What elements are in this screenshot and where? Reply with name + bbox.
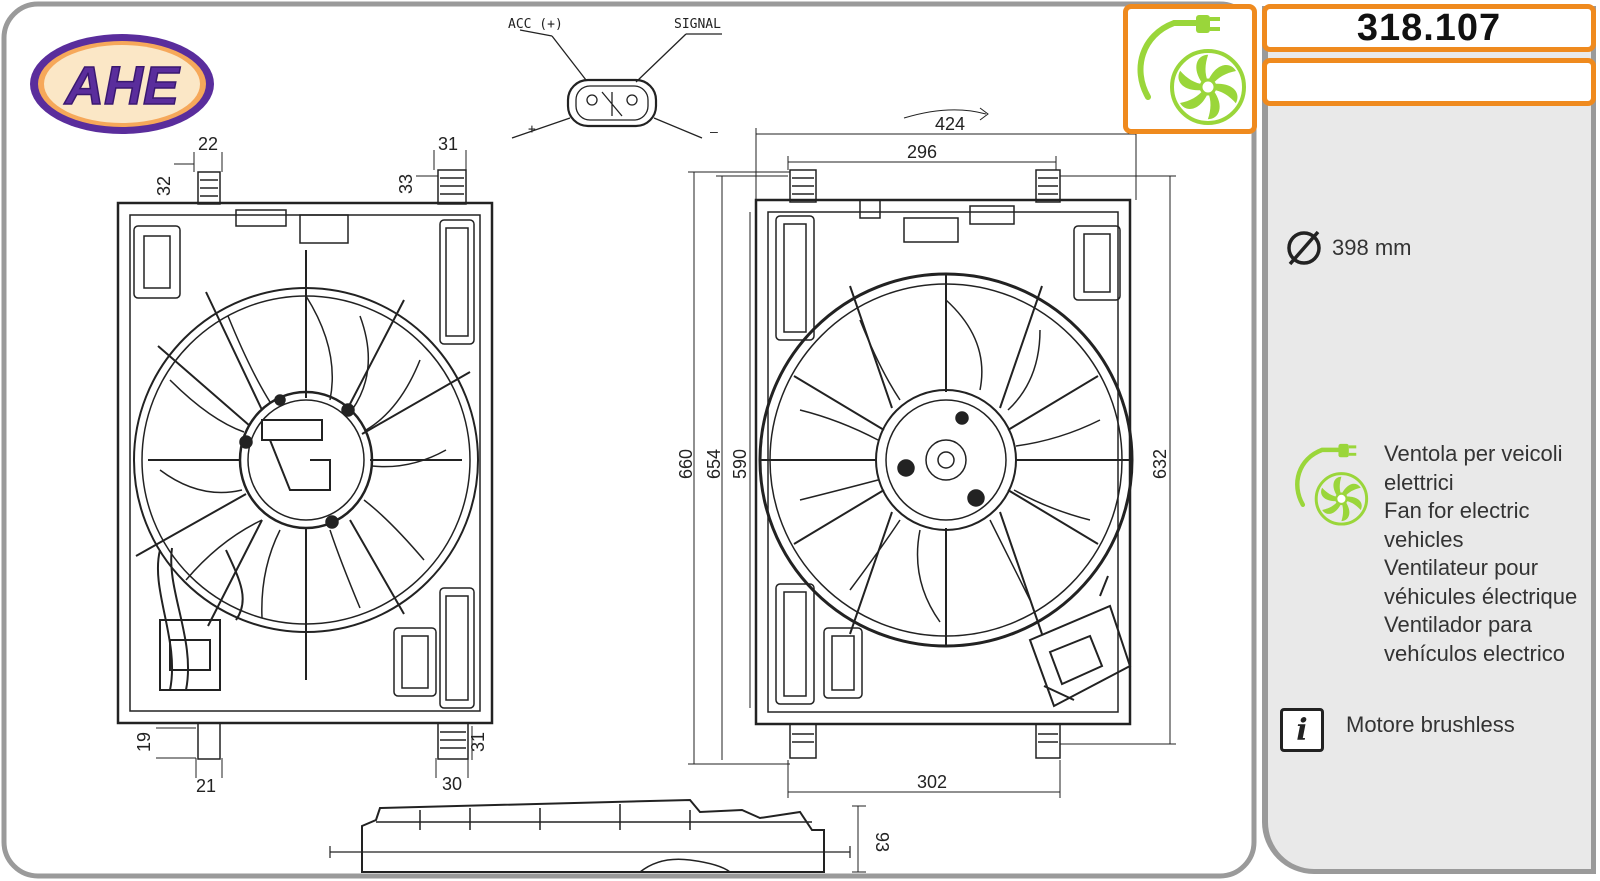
dim-rear-width-total: 424 [935,114,965,134]
dim-rear-height-590: 590 [730,449,750,479]
connector-acc-label: ACC (+) [508,17,563,32]
description-list: Ventola per veicoli elettrici Fan for el… [1384,440,1594,668]
connector-signal-label: SIGNAL [674,17,721,32]
connector-plus-label: + [528,122,536,137]
description-line: vehicles [1384,526,1464,552]
description-line: Fan for electric [1384,498,1530,523]
description-line: Ventilador para [1384,612,1532,637]
dim-front-bottom-left-width: 21 [196,776,216,796]
dim-front-bottom-right-height: 31 [468,732,488,752]
info-icon: i [1280,708,1324,752]
dim-front-top-left-height: 32 [154,176,174,196]
side-view [329,798,866,873]
dim-side-depth: 93 [872,832,892,852]
description-line: Ventilateur pour [1384,555,1539,580]
dim-rear-width-inner: 296 [907,142,937,162]
drawing-frame [1,1,1257,879]
rear-view [688,107,1176,798]
dim-front-bottom-right-width: 30 [442,774,462,794]
diameter-icon [1287,230,1321,266]
dim-front-bottom-left-height: 19 [134,732,154,752]
ev-fan-icon [1137,15,1246,125]
logo-text: AHE [63,56,181,116]
ev-fan-description-icon [1295,443,1369,526]
diameter-spec: 398 mm [1284,228,1544,268]
dim-rear-bottom-width: 302 [917,772,947,792]
ev-fan-badge [1123,4,1257,134]
ahe-logo: AHE [30,34,214,134]
connector-drawing [511,29,722,139]
dim-front-top-right-height: 33 [396,174,416,194]
dim-rear-height-654: 654 [704,449,724,479]
description-line: vehículos electrico [1384,640,1565,666]
dim-rear-height-632: 632 [1150,449,1170,479]
description-line: Ventola per veicoli [1384,441,1563,466]
dim-front-top-right: 31 [438,134,458,154]
product-code: 318.107 [1356,6,1502,49]
dim-front-top-left: 22 [198,134,218,154]
info-note: i Motore brushless [1280,708,1515,752]
description-line: elettrici [1384,469,1454,495]
front-view [116,150,494,778]
connector-minus-label: – [710,125,718,140]
diameter-value: 398 mm [1332,235,1412,260]
description-line: véhicules électrique [1384,583,1578,609]
info-text: Motore brushless [1346,712,1515,737]
dim-rear-height-660: 660 [676,449,696,479]
product-code-box: 318.107 [1262,4,1596,52]
product-code-secondary-box [1262,58,1596,106]
